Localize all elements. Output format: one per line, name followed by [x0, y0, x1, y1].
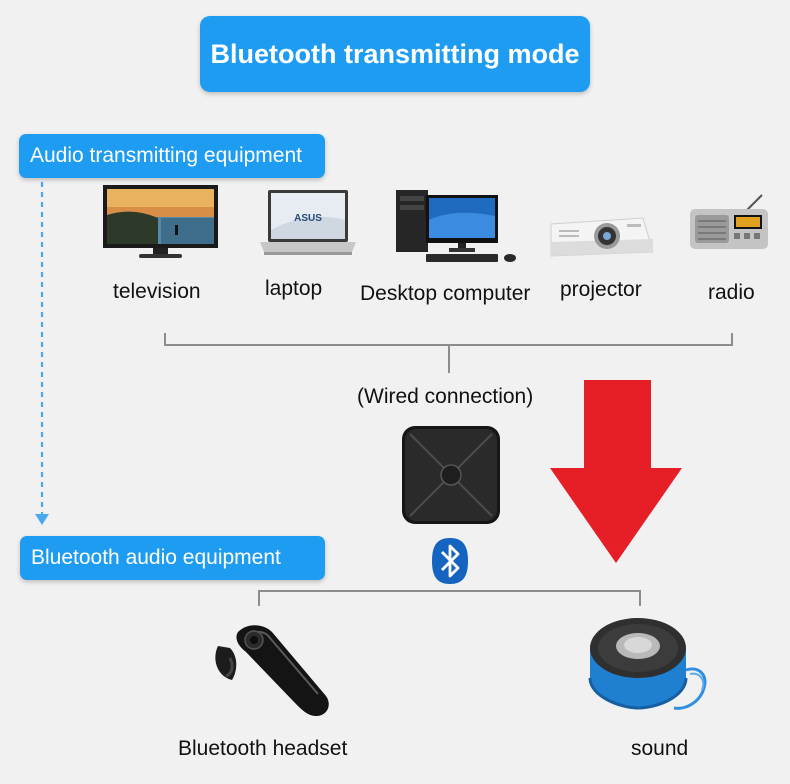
device-label-projector: projector [560, 278, 642, 301]
page-title: Bluetooth transmitting mode [200, 16, 590, 92]
headset-icon [215, 625, 329, 716]
bluetooth-icon [432, 538, 468, 584]
svg-text:ASUS: ASUS [294, 213, 322, 224]
device-label-desktop-computer: Desktop computer [360, 282, 531, 305]
receiver-label-speaker: sound [631, 737, 689, 760]
device-label-laptop: laptop [265, 277, 323, 300]
laptop-icon: ASUS [260, 190, 356, 255]
desktop-computer-icon [396, 190, 516, 262]
device-label-radio: radio [708, 281, 755, 304]
device-label-television: television [113, 280, 201, 303]
speaker-icon [588, 618, 707, 710]
projector-icon [550, 217, 654, 257]
radio-icon [690, 194, 768, 249]
bluetooth-transmitter-icon [402, 426, 500, 524]
receiver-label-headset: Bluetooth headset [178, 737, 348, 760]
section-label-receiving: Bluetooth audio equipment [20, 536, 325, 580]
wired-connection-label: (Wired connection) [357, 385, 534, 408]
red-down-arrow [550, 380, 682, 563]
television-icon [103, 185, 218, 258]
section-label-transmitting: Audio transmitting equipment [19, 134, 325, 178]
